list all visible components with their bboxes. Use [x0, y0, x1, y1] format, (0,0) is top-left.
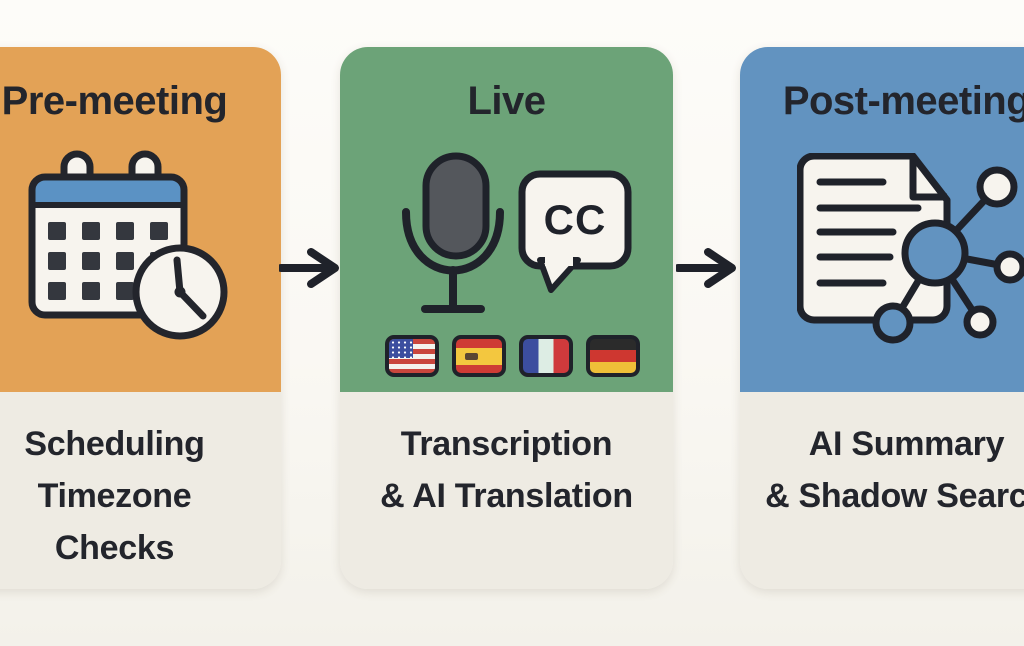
microphone-captions-icon: [402, 152, 632, 313]
stage-title-live: Live: [467, 79, 546, 123]
language-flags-row: [385, 335, 640, 377]
description-line: & Shadow Search: [765, 477, 1024, 515]
us-flag-icon: [385, 335, 439, 377]
stage-description-post-meeting: AI Summary & Shadow Search: [740, 418, 1024, 522]
france-flag-icon: [519, 335, 573, 377]
calendar-clock-icon: [28, 150, 228, 340]
germany-flag-icon: [586, 335, 640, 377]
spain-flag-emblem: [465, 353, 478, 360]
stage-footer-live: [340, 392, 673, 589]
description-line: AI Summary: [808, 425, 1005, 463]
stage-header-pre-meeting: Pre-meeting: [0, 47, 281, 392]
stage-header-post-meeting: Post-meeting: [740, 47, 1024, 392]
description-line: Scheduling: [24, 425, 205, 463]
document-knowledge-graph-icon: [797, 153, 1024, 344]
stage-card-live: Live CC Transcription: [340, 47, 673, 589]
us-flag-canton: [389, 339, 413, 358]
stage-title-pre-meeting: Pre-meeting: [1, 79, 228, 123]
stage-title-post-meeting: Post-meeting: [782, 79, 1024, 123]
description-line: Timezone: [37, 477, 192, 515]
right-arrow-icon: [279, 248, 339, 288]
stage-description-pre-meeting: Scheduling Timezone Checks: [0, 418, 281, 574]
stage-footer-post-meeting: [740, 392, 1024, 589]
spain-flag-icon: [452, 335, 506, 377]
stage-card-post-meeting: Post-meeting: [740, 47, 1024, 589]
stage-card-pre-meeting: Pre-meeting: [0, 47, 281, 589]
stage-footer-pre-meeting: [0, 392, 281, 589]
right-arrow-icon: [676, 248, 736, 288]
description-line: Checks: [54, 529, 175, 567]
stage-header-live: Live CC: [340, 47, 673, 392]
description-line: & AI Translation: [380, 477, 633, 515]
description-line: Transcription: [400, 425, 613, 463]
stage-description-live: Transcription & AI Translation: [340, 418, 673, 522]
closed-captions-label: CC: [543, 196, 607, 243]
